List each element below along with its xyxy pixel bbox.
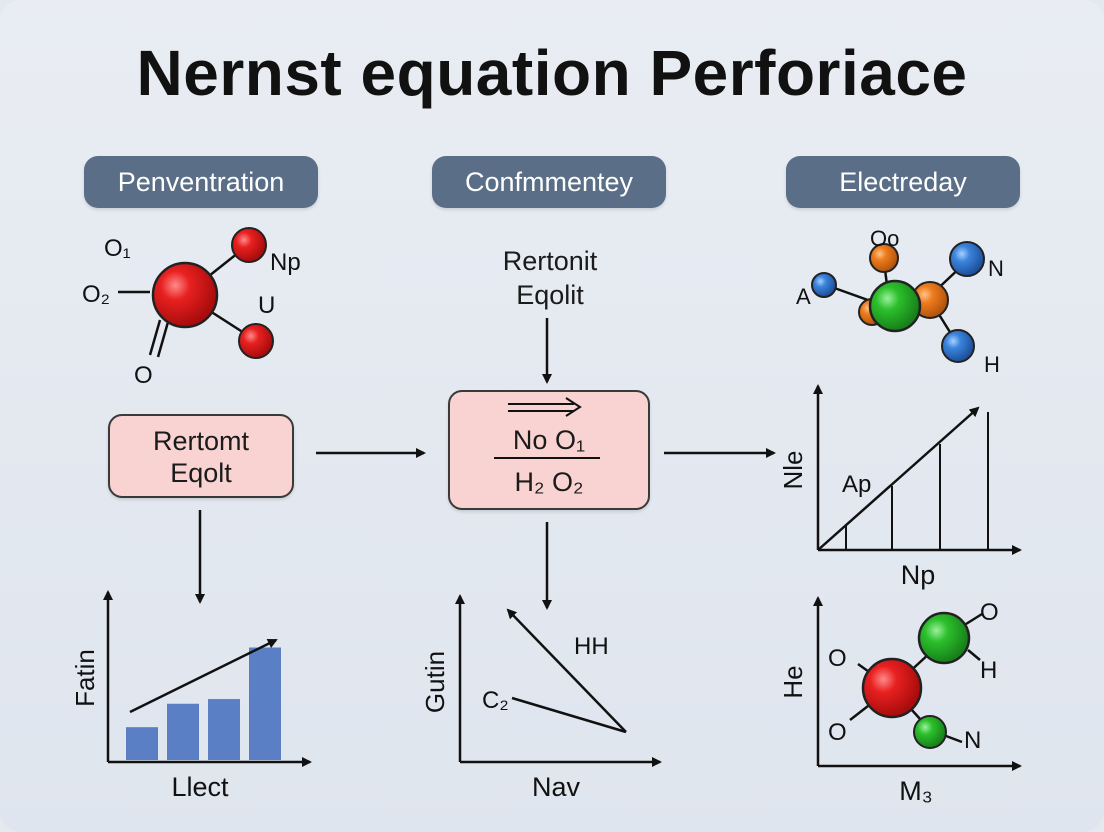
middle-box-top: No O₁ <box>512 425 586 455</box>
left-mol-label-4: U <box>258 292 275 319</box>
middle-box-bottom: H₂ O₂ <box>514 467 584 497</box>
left-mol-label-2: Np <box>270 249 301 276</box>
left-mol-label-3: O₂ <box>82 281 110 308</box>
right-bottom-xlabel: M₃ <box>899 776 933 806</box>
right-bottom-label-2: O <box>980 599 999 626</box>
left-chart-ylabel: Fatin <box>70 649 100 707</box>
right-chart-trend-arrow <box>817 406 980 551</box>
left-molecule: O₁ Np O₂ U O <box>82 227 301 389</box>
right-molecule: Oo N A H <box>796 226 1004 377</box>
left-equation-box: Rertomt Eqolt <box>108 414 294 498</box>
right-bottom-label-3: H <box>980 657 997 684</box>
right-mol-label-1: Oo <box>870 226 899 251</box>
middle-chart-line-upper <box>506 608 627 733</box>
left-chart-xlabel: Llect <box>171 772 229 802</box>
left-mol-label-1: O₁ <box>104 235 131 262</box>
header-right: Electreday <box>786 156 1020 208</box>
middle-chart-xlabel: Nav <box>532 772 581 802</box>
bar-2 <box>167 703 199 760</box>
middle-line-chart: Gutin Nav HH C₂ <box>420 594 662 802</box>
right-chart-ylabel: Nle <box>778 450 808 489</box>
left-mol-label-5: O <box>134 362 153 389</box>
bar-1 <box>126 727 158 760</box>
middle-text-line-2: Eqolit <box>516 280 584 310</box>
middle-chart-annotation-1: HH <box>574 633 609 660</box>
header-left-label: Penventration <box>117 166 285 197</box>
header-middle-label: Confmmentey <box>464 166 634 197</box>
right-line-chart: Nle Np Ap <box>778 384 1022 590</box>
header-left: Penventration <box>84 156 318 208</box>
middle-text-line-1: Rertonit <box>502 246 598 276</box>
bar-3 <box>208 699 240 760</box>
right-chart-xlabel: Np <box>901 560 936 590</box>
reaction-arrow-icon <box>508 397 582 417</box>
right-mol-label-4: H <box>984 352 1000 377</box>
left-chart-trend-arrow <box>129 638 278 714</box>
middle-chart-line-lower <box>511 696 627 734</box>
right-bottom-label-1: O <box>828 645 847 672</box>
right-bottom-label-4: O <box>828 719 847 746</box>
middle-chart-ylabel: Gutin <box>420 651 450 713</box>
left-box-line-1: Rertomt <box>152 426 250 456</box>
bar-4 <box>249 647 281 760</box>
right-mol-label-2: N <box>988 256 1004 281</box>
left-bar-chart: Fatin Llect <box>70 590 312 802</box>
middle-chart-annotation-2: C₂ <box>482 687 509 714</box>
right-mol-label-3: A <box>796 284 811 309</box>
left-box-line-2: Eqolt <box>170 458 232 488</box>
right-bottom-ylabel: He <box>778 665 808 698</box>
header-middle: Confmmentey <box>432 156 666 208</box>
right-bottom-label-5: N <box>964 727 981 754</box>
right-chart-annotation: Ap <box>842 471 871 498</box>
header-right-label: Electreday <box>839 166 967 197</box>
middle-equation-box: No O₁ H₂ O₂ <box>448 390 650 510</box>
page-title: Nernst equation Perforiace <box>136 37 968 109</box>
right-bottom-panel: O O H O N He M₃ <box>778 596 1022 806</box>
